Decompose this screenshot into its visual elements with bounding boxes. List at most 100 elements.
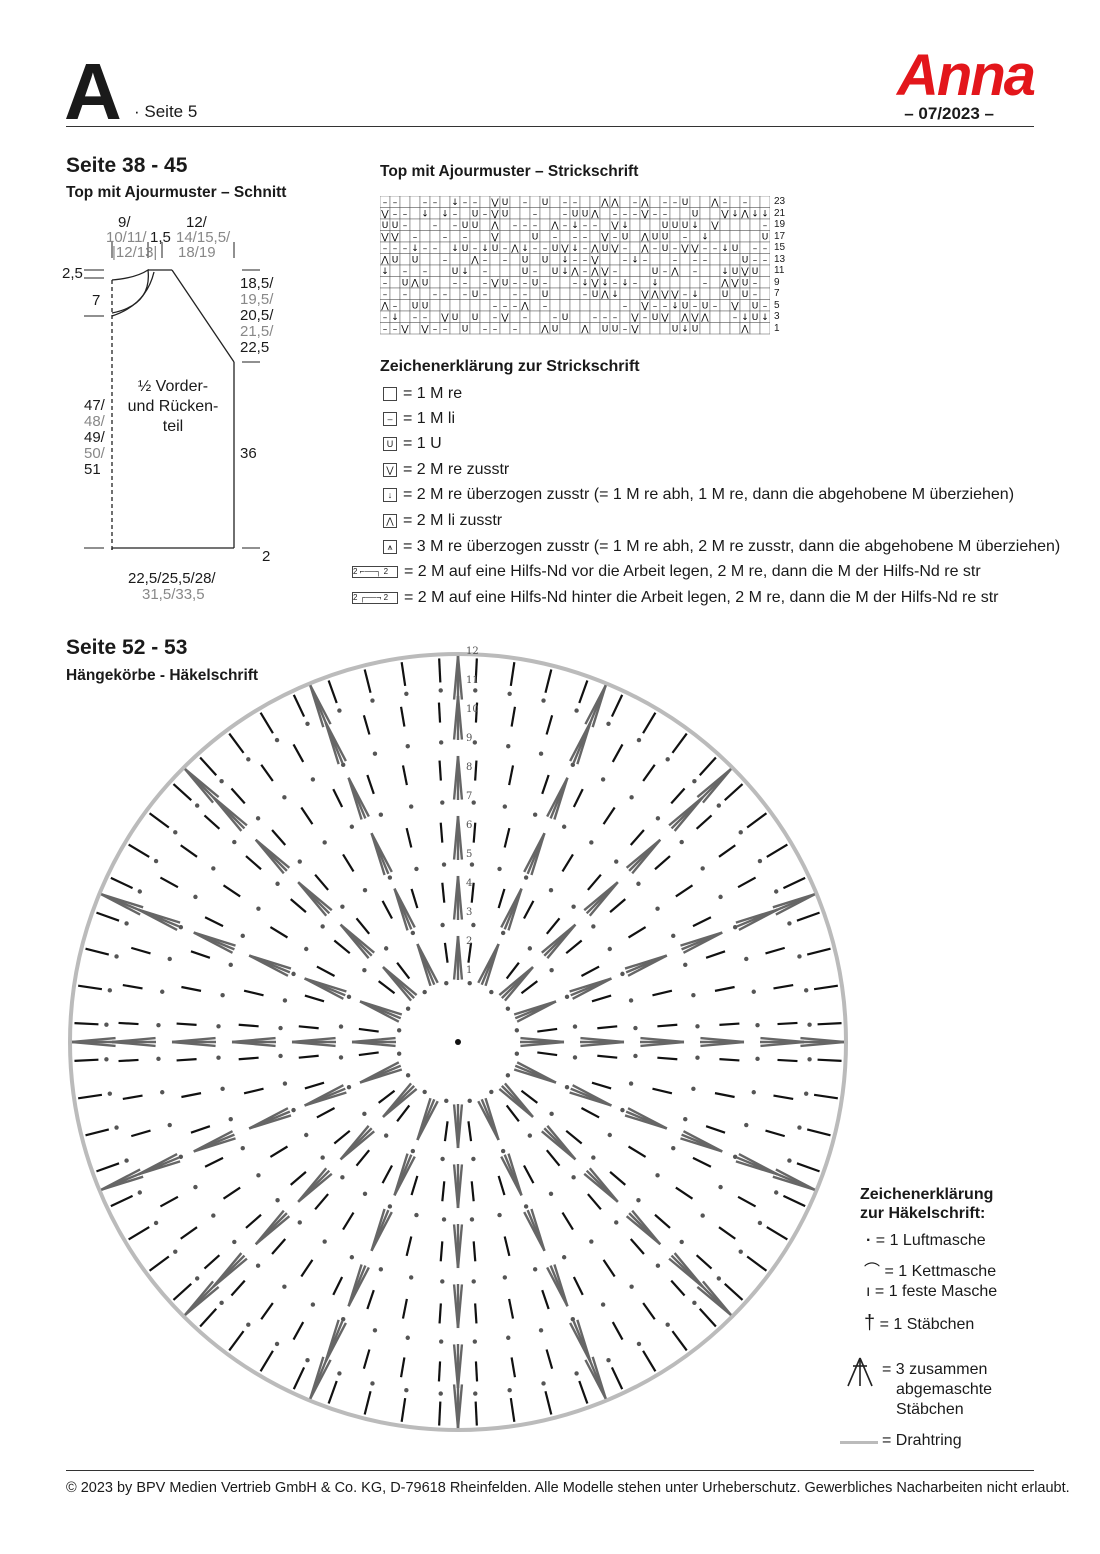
knit-icon bbox=[383, 387, 397, 401]
chain-stitch bbox=[305, 1358, 310, 1363]
chart-symbol: – bbox=[563, 210, 568, 220]
stitch-mark bbox=[180, 844, 198, 858]
chart-symbol: U bbox=[732, 244, 739, 254]
chain-stitch bbox=[489, 989, 494, 995]
stitch-mark bbox=[342, 1211, 355, 1231]
chain-stitch bbox=[548, 888, 554, 893]
cluster-stitch bbox=[553, 1264, 569, 1307]
stitch-mark bbox=[438, 658, 442, 683]
cluster-stitch bbox=[546, 777, 569, 818]
round-number: 5 bbox=[466, 849, 472, 860]
cluster-stitch bbox=[254, 1215, 291, 1246]
stitch-mark bbox=[509, 661, 516, 687]
chart-symbol: ⋀ bbox=[740, 210, 749, 220]
cluster-stitch bbox=[700, 1036, 745, 1044]
cluster-stitch bbox=[339, 1130, 375, 1161]
chart-symbol: ↓ bbox=[721, 267, 729, 277]
chart-symbol: U bbox=[462, 221, 469, 231]
stitch-mark bbox=[587, 873, 602, 891]
stitch-mark bbox=[180, 1226, 198, 1240]
chart-row-number: 15 bbox=[774, 242, 786, 253]
stitch-mark bbox=[441, 1181, 446, 1202]
chain-stitch bbox=[304, 946, 309, 952]
stitch-mark bbox=[243, 989, 264, 997]
cluster-stitch bbox=[484, 1097, 500, 1141]
section1-title: Seite 38 - 45 bbox=[66, 154, 188, 177]
chart-symbol: – bbox=[433, 325, 438, 335]
legend2-singlecrochet: ı = 1 feste Masche bbox=[866, 1283, 998, 1300]
chart-symbol: ⋀ bbox=[410, 279, 419, 289]
chain-stitch bbox=[167, 1122, 172, 1128]
chart-symbol: – bbox=[533, 267, 538, 277]
chart-symbol: – bbox=[633, 198, 638, 208]
stitch-mark bbox=[96, 1162, 120, 1173]
chain-stitch bbox=[570, 1316, 576, 1322]
chart-symbol: – bbox=[613, 279, 618, 289]
chain-stitch bbox=[636, 881, 641, 886]
cluster-stitch bbox=[416, 1100, 439, 1141]
issue-label: – 07/2023 – bbox=[904, 104, 994, 123]
chart-symbol: – bbox=[633, 210, 638, 220]
chain-stitch bbox=[240, 933, 245, 939]
stitch-mark bbox=[505, 961, 520, 980]
dim-right-arm-4: 21,5/ bbox=[240, 323, 274, 340]
cluster-stitch bbox=[680, 931, 723, 947]
stitch-mark bbox=[381, 1164, 393, 1184]
chart-symbol: ⋀ bbox=[580, 325, 589, 335]
chart-symbol: U bbox=[752, 302, 759, 312]
chain-stitch bbox=[211, 866, 216, 871]
dim-top-right-b1: 14/15,5/ bbox=[176, 229, 231, 246]
chain-stitch bbox=[574, 708, 579, 713]
chart-symbol: ⋁ bbox=[670, 290, 679, 300]
stitch-mark bbox=[176, 1022, 197, 1026]
chain-stitch bbox=[440, 1156, 445, 1162]
stitch-mark bbox=[746, 1255, 768, 1272]
chart-symbol: U bbox=[652, 267, 659, 277]
chain-stitch bbox=[523, 1204, 529, 1209]
stitch-mark bbox=[642, 764, 656, 782]
chain-stitch bbox=[469, 1217, 475, 1222]
stitch-mark bbox=[366, 1289, 375, 1310]
wire-ring-icon bbox=[840, 1441, 878, 1444]
cluster-stitch bbox=[738, 1153, 779, 1176]
cluster-stitch bbox=[772, 893, 815, 909]
cluster-stitch bbox=[370, 1211, 393, 1252]
chart-symbol: ⋀ bbox=[550, 221, 559, 231]
chain-stitch bbox=[220, 1086, 225, 1092]
chain-stitch bbox=[506, 744, 511, 749]
chart-symbol: – bbox=[393, 244, 398, 254]
cluster-stitch bbox=[324, 721, 340, 765]
chain-stitch bbox=[104, 1022, 109, 1027]
chain-stitch bbox=[757, 1220, 763, 1226]
stitch-mark bbox=[724, 1282, 744, 1301]
chain-stitch bbox=[716, 1276, 722, 1281]
chain-stitch bbox=[497, 1212, 502, 1218]
stitch-mark bbox=[228, 1330, 245, 1352]
chart-symbol: U bbox=[572, 210, 579, 220]
chain-stitch bbox=[405, 1073, 411, 1078]
chart-symbol: – bbox=[493, 313, 498, 323]
single-crochet-icon: ı bbox=[866, 1283, 871, 1300]
chain-stitch bbox=[751, 1090, 756, 1095]
stitch-mark bbox=[602, 1259, 616, 1278]
stitch-mark bbox=[355, 917, 371, 935]
stitch-mark bbox=[110, 876, 134, 890]
chain-stitch bbox=[571, 904, 576, 909]
chart-symbol: ⋁ bbox=[490, 279, 499, 289]
header-divider bbox=[66, 126, 1034, 127]
dim-right-hem: 2 bbox=[262, 548, 271, 565]
stitch-mark bbox=[259, 1350, 274, 1372]
chart-symbol: ↓ bbox=[421, 210, 429, 220]
cluster-stitch bbox=[800, 1036, 845, 1044]
chain-stitch bbox=[282, 1284, 287, 1289]
stitch-mark bbox=[578, 1380, 589, 1404]
legend-item-ssk: ↓= 2 M re überzogen zusstr (= 1 M re abh… bbox=[383, 485, 1014, 505]
chain-stitch bbox=[606, 721, 611, 726]
stitch-mark bbox=[670, 1279, 686, 1297]
cluster-stitch bbox=[324, 1322, 347, 1363]
stitch-mark bbox=[497, 1175, 506, 1196]
stitch-mark bbox=[510, 706, 517, 727]
chart-symbol: – bbox=[573, 279, 578, 289]
chart-symbol: – bbox=[383, 244, 388, 254]
chain-stitch bbox=[438, 1339, 444, 1344]
